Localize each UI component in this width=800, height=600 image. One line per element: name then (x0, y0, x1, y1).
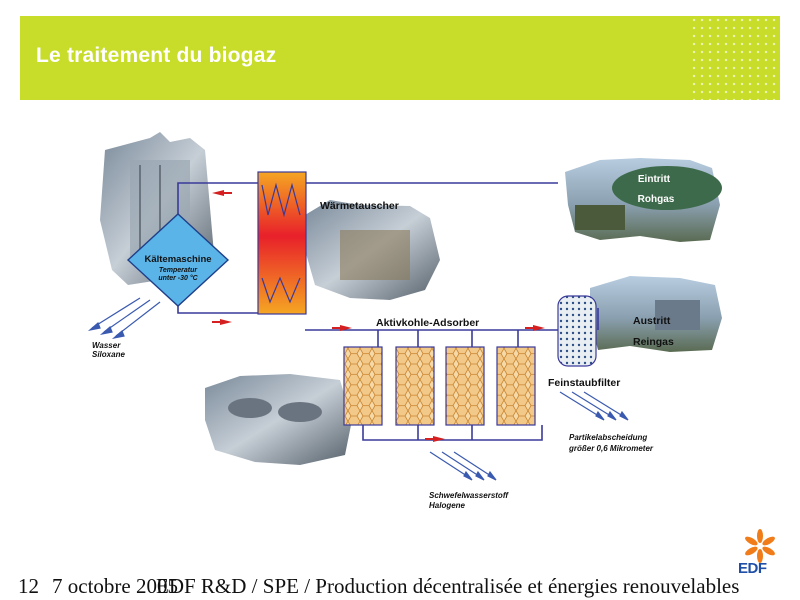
heat-exchanger-photo (305, 200, 440, 300)
discharge-arrows (87, 297, 629, 481)
edf-logo-text: EDF (738, 560, 767, 577)
adsorber-photo (205, 374, 352, 465)
heat-exchanger-coil-bottom (261, 276, 301, 304)
flow-arrows (212, 190, 545, 442)
label-partikelabscheidung: Partikelabscheidung (569, 433, 647, 442)
heat-exchanger-block (257, 171, 307, 315)
heat-exchanger-coil-top (261, 182, 301, 218)
adsorber-vessel-2 (395, 346, 435, 426)
label-temperature-2: unter -30 °C (158, 274, 198, 282)
label-feinstaubfilter: Feinstaubfilter (548, 377, 620, 389)
label-waermetauscher: Wärmetauscher (320, 200, 399, 212)
label-halogene: Halogene (429, 501, 466, 510)
label-eintritt: Eintritt (638, 174, 671, 185)
footer-page-number: 12 (18, 574, 39, 598)
footer: 12 7 octobre 2005 EDF R&D / SPE / Produc… (18, 574, 798, 600)
rohgas-plant-photo (565, 158, 722, 242)
slide-title: Le traitement du biogaz (36, 44, 277, 67)
label-aktivkohle-adsorber: Aktivkohle-Adsorber (376, 317, 479, 329)
label-temperature-1: Temperatur (159, 267, 199, 274)
footer-date: 7 octobre 2005 (52, 574, 178, 598)
label-rohgas: Rohgas (638, 194, 675, 205)
label-schwefelwasserstoff: Schwefelwasserstoff (429, 491, 509, 500)
label-wasser: Wasser (92, 341, 121, 350)
label-partikel-groesse: größer 0,6 Mikrometer (568, 444, 654, 453)
chiller-diamond (126, 213, 230, 307)
label-siloxane: Siloxane (92, 350, 125, 359)
label-austritt: Austritt (633, 315, 671, 327)
label-reingas: Reingas (633, 336, 674, 348)
adsorber-vessels (343, 346, 536, 426)
reingas-photo (590, 276, 722, 352)
title-banner: Le traitement du biogaz (20, 16, 780, 100)
adsorber-vessel-4 (496, 346, 536, 426)
adsorber-vessel-1 (343, 346, 383, 426)
label-kaeltemaschine: Kältemaschine (144, 254, 211, 265)
edf-logo-icon (745, 529, 775, 563)
banner-dot-pattern (690, 16, 780, 100)
adsorber-vessel-3 (445, 346, 485, 426)
fine-dust-filter (557, 295, 597, 367)
footer-organization: EDF R&D / SPE / Production décentralisée… (156, 574, 740, 598)
